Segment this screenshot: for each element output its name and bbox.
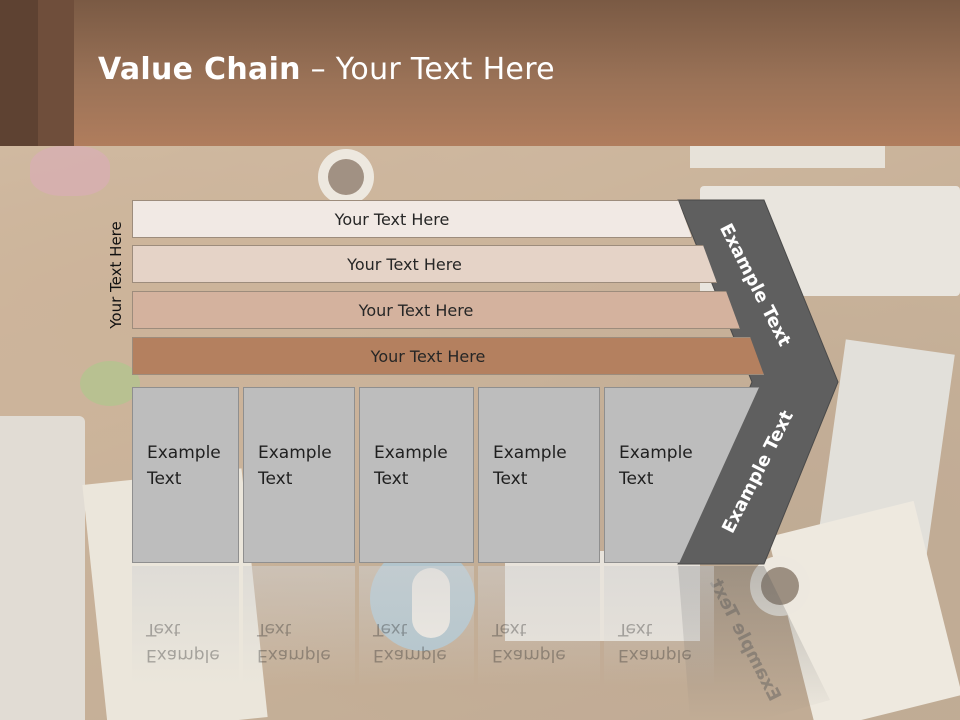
box-text-line: Text <box>619 469 654 489</box>
primary-activity-box[interactable]: Example Text <box>243 387 355 563</box>
slide-title-rest: – Your Text Here <box>300 52 555 87</box>
slide-header: Value Chain – Your Text Here <box>0 0 960 146</box>
box-text-line: Example <box>619 443 693 463</box>
box-text-line: Example <box>374 443 448 463</box>
box-text-line: Text <box>147 469 182 489</box>
box-text-line: Text <box>493 469 528 489</box>
box-text-line: Example <box>493 443 567 463</box>
support-bar-label: Your Text Here <box>358 300 474 320</box>
primary-activity-box[interactable]: Example Text <box>132 387 239 563</box>
support-bar[interactable]: Your Text Here <box>132 245 717 283</box>
header-accent-strip <box>0 0 38 146</box>
box-text-line: Text <box>374 469 409 489</box>
support-bar-label: Your Text Here <box>347 254 462 274</box>
primary-activity-box[interactable]: Example Text <box>359 387 474 563</box>
box-text-line: Example <box>147 443 221 463</box>
box-text-line: Example <box>258 443 332 463</box>
slide-title: Value Chain – Your Text Here <box>98 52 555 87</box>
header-accent-strip <box>38 0 74 146</box>
box-text-line: Text <box>258 469 293 489</box>
slide-title-bold: Value Chain <box>98 52 301 87</box>
support-bar[interactable]: Your Text Here <box>132 291 740 329</box>
side-label: Your Text Here <box>107 221 125 329</box>
support-bar[interactable]: Your Text Here <box>132 200 692 238</box>
support-bar-label: Your Text Here <box>334 209 450 229</box>
support-bar[interactable]: Your Text Here <box>132 337 764 375</box>
support-bar-label: Your Text Here <box>370 346 486 366</box>
primary-activity-box[interactable]: Example Text <box>478 387 600 563</box>
